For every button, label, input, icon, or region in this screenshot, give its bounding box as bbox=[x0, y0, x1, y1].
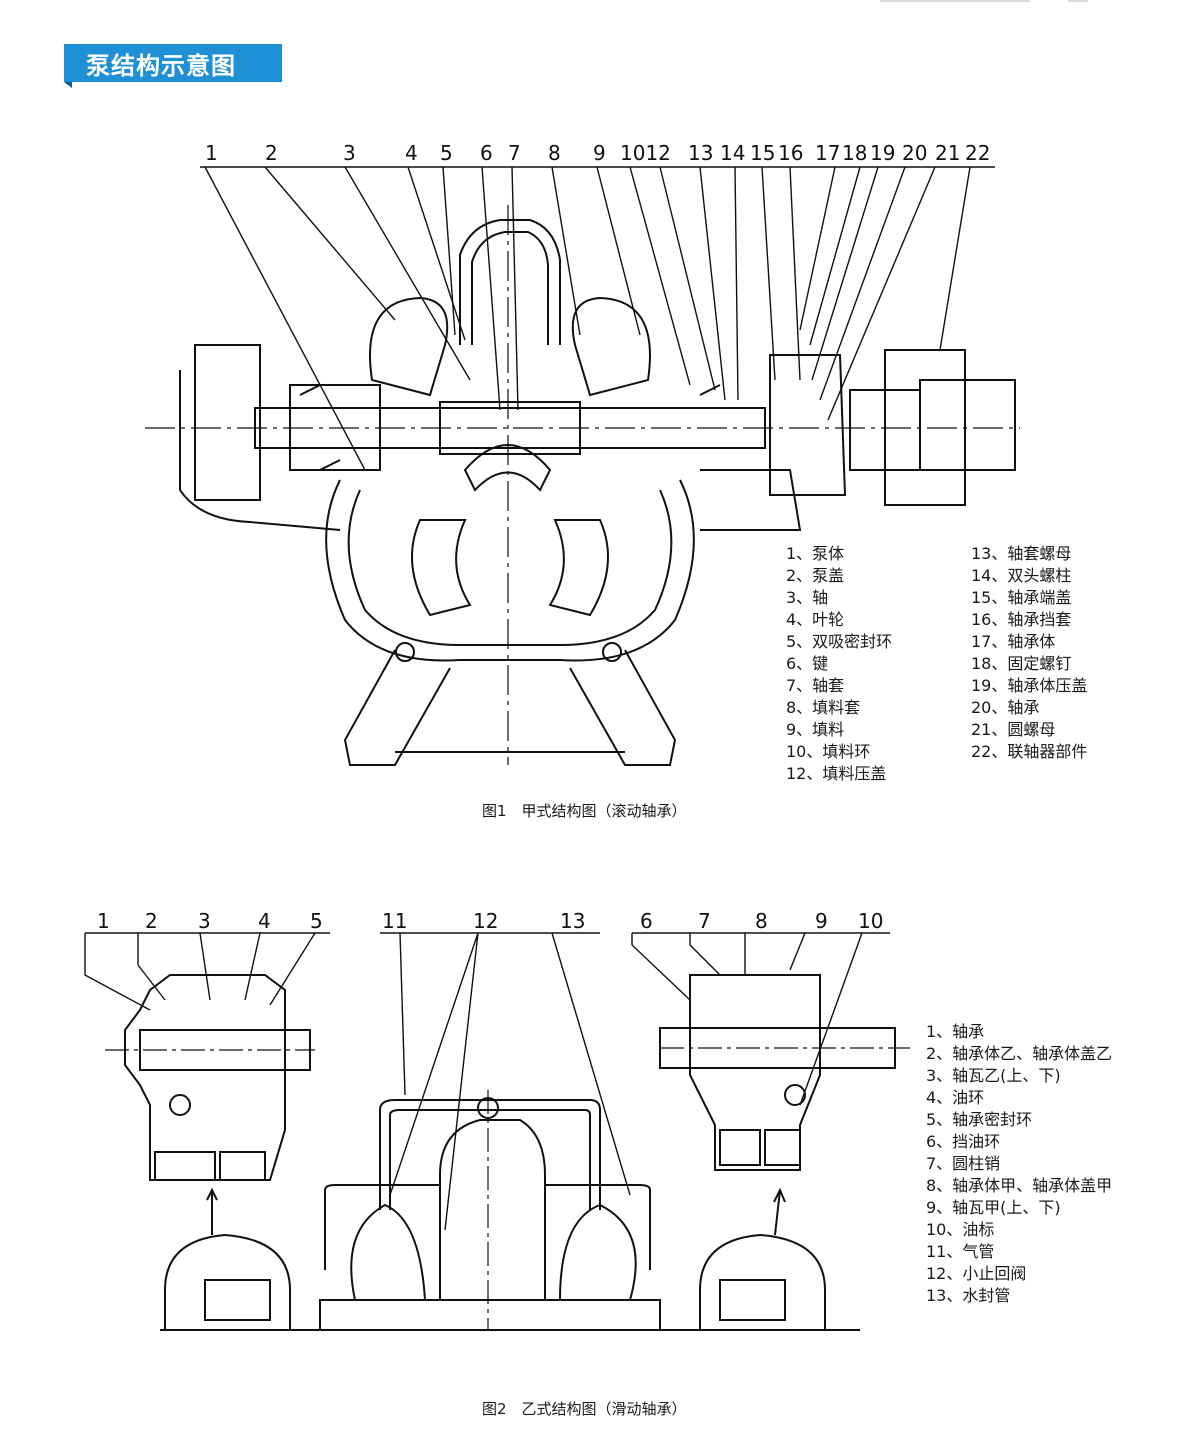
legend-item: 7、轴套 bbox=[786, 676, 845, 695]
figure1-caption: 图1 甲式结构图（滚动轴承） bbox=[482, 802, 687, 820]
legend-item: 13、水封管 bbox=[926, 1286, 1011, 1305]
callout-number: 5 bbox=[310, 909, 323, 933]
legend-item: 5、双吸密封环 bbox=[786, 632, 893, 651]
callout-number: 1 bbox=[97, 909, 110, 933]
legend-item: 5、轴承密封环 bbox=[926, 1110, 1033, 1129]
legend-item: 7、圆柱销 bbox=[926, 1154, 1001, 1173]
legend-item: 16、轴承挡套 bbox=[971, 610, 1072, 629]
callout-number: 5 bbox=[440, 141, 453, 165]
callout-number: 16 bbox=[778, 141, 803, 165]
legend-item: 10、油标 bbox=[926, 1220, 995, 1239]
callout-number: 8 bbox=[755, 909, 768, 933]
callout-number: 3 bbox=[198, 909, 211, 933]
callout-number: 22 bbox=[965, 141, 990, 165]
callout-number: 6 bbox=[480, 141, 493, 165]
callout-number: 17 bbox=[815, 141, 840, 165]
pump-casing bbox=[179, 219, 1016, 766]
callout-number: 7 bbox=[698, 909, 711, 933]
legend-item: 2、泵盖 bbox=[786, 566, 845, 585]
legend-item: 6、挡油环 bbox=[926, 1132, 1001, 1151]
top-rule-right bbox=[1068, 0, 1088, 2]
legend-item: 3、轴瓦乙(上、下) bbox=[926, 1066, 1061, 1085]
legend-item: 11、气管 bbox=[926, 1242, 995, 1261]
legend-item: 3、轴 bbox=[786, 588, 829, 607]
legend-item: 14、双头螺柱 bbox=[971, 566, 1072, 585]
callout-number: 11 bbox=[382, 909, 407, 933]
legend-item: 1、泵体 bbox=[786, 544, 845, 563]
callout-number: 12 bbox=[473, 909, 498, 933]
figure2-leader-lines bbox=[84, 932, 863, 1231]
legend-item: 22、联轴器部件 bbox=[971, 742, 1088, 761]
legend-item: 17、轴承体 bbox=[971, 632, 1056, 651]
callout-number: 9 bbox=[593, 141, 606, 165]
callout-number: 2 bbox=[265, 141, 278, 165]
callout-number: 13 bbox=[560, 909, 585, 933]
legend-item: 19、轴承体压盖 bbox=[971, 676, 1088, 695]
section-title-badge: 泵结构示意图 bbox=[64, 44, 282, 88]
callout-number: 10 bbox=[858, 909, 883, 933]
legend-item: 15、轴承端盖 bbox=[971, 588, 1072, 607]
figure2-parts bbox=[105, 974, 910, 1331]
legend-item: 18、固定螺钉 bbox=[971, 654, 1072, 673]
callout-number: 21 bbox=[935, 141, 960, 165]
legend-item: 12、填料压盖 bbox=[786, 764, 887, 783]
callout-number: 4 bbox=[405, 141, 418, 165]
callout-number: 1 bbox=[205, 141, 218, 165]
legend-item: 6、键 bbox=[786, 654, 829, 673]
legend-item: 4、叶轮 bbox=[786, 610, 845, 629]
legend-item: 20、轴承 bbox=[971, 698, 1040, 717]
figure1-legend-right: 13、轴套螺母 14、双头螺柱 15、轴承端盖 16、轴承挡套 17、轴承体 18、固定螺… bbox=[971, 543, 1087, 763]
top-rule-left bbox=[880, 0, 1030, 2]
callout-number: 3 bbox=[343, 141, 356, 165]
legend-item: 8、填料套 bbox=[786, 698, 861, 717]
legend-item: 9、轴瓦甲(上、下) bbox=[926, 1198, 1061, 1217]
legend-item: 12、小止回阀 bbox=[926, 1264, 1027, 1283]
figure2-caption: 图2 乙式结构图（滑动轴承） bbox=[482, 1400, 687, 1418]
badge-notch bbox=[64, 82, 72, 88]
legend-item: 9、填料 bbox=[786, 720, 845, 739]
legend-item: 4、油环 bbox=[926, 1088, 985, 1107]
callout-number: 19 bbox=[870, 141, 895, 165]
callout-number: 8 bbox=[548, 141, 561, 165]
callout-number: 1012 bbox=[620, 141, 671, 165]
callout-number: 7 bbox=[508, 141, 521, 165]
callout-number: 20 bbox=[902, 141, 927, 165]
legend-item: 13、轴套螺母 bbox=[971, 544, 1072, 563]
legend-item: 8、轴承体甲、轴承体盖甲 bbox=[926, 1176, 1113, 1195]
legend-item: 2、轴承体乙、轴承体盖乙 bbox=[926, 1044, 1113, 1063]
figure1-leader-lines bbox=[204, 166, 971, 471]
callout-number: 13 bbox=[688, 141, 713, 165]
legend-item: 10、填料环 bbox=[786, 742, 871, 761]
callout-number: 6 bbox=[640, 909, 653, 933]
callout-number: 9 bbox=[815, 909, 828, 933]
callout-number: 4 bbox=[258, 909, 271, 933]
callout-number: 18 bbox=[842, 141, 867, 165]
legend-item: 1、轴承 bbox=[926, 1022, 985, 1041]
callout-number: 15 bbox=[750, 141, 775, 165]
figure2-legend: 1、轴承 2、轴承体乙、轴承体盖乙 3、轴瓦乙(上、下) 4、油环 5、轴承密封环 6、挡… bbox=[926, 1021, 1112, 1307]
callout-number: 2 bbox=[145, 909, 158, 933]
figure1-legend-left: 1、泵体 2、泵盖 3、轴 4、叶轮 5、双吸密封环 6、键 7、轴套 8、填料套 9、填料 10… bbox=[786, 543, 892, 785]
section-title: 泵结构示意图 bbox=[86, 51, 236, 80]
callout-number: 14 bbox=[720, 141, 745, 165]
legend-item: 21、圆螺母 bbox=[971, 720, 1056, 739]
